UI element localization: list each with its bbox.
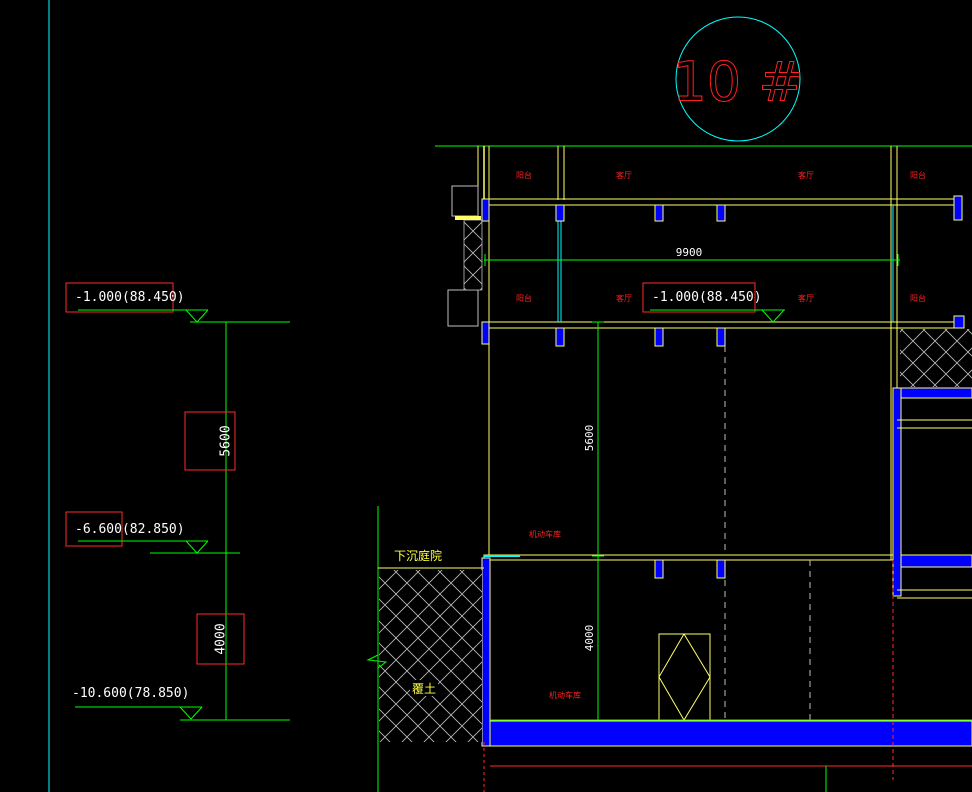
svg-text:阳台: 阳台 (516, 293, 532, 303)
height-dimension (592, 321, 604, 721)
svg-text:客厅: 客厅 (616, 293, 632, 303)
level-label: -10.600(78.850) (72, 686, 189, 701)
svg-text:机动车库: 机动车库 (529, 529, 561, 539)
svg-text:客厅: 客厅 (798, 293, 814, 303)
section-level-marker: -1.000(88.450) (642, 282, 785, 323)
floor-slab (483, 198, 957, 561)
dimension-4000-left: 4000 (196, 613, 245, 665)
beam (481, 195, 963, 579)
level-label: -6.600(82.850) (75, 522, 185, 537)
svg-text:-1.000(88.450): -1.000(88.450) (652, 290, 762, 305)
dimension-5600-left: 5600 (184, 411, 236, 471)
level-marker-3: -10.600(78.850) (72, 686, 203, 720)
sunken-court-label: 下沉庭院 (394, 548, 442, 563)
level-label: -1.000(88.450) (75, 290, 185, 305)
span-dimension-label: 9900 (676, 246, 703, 259)
basement-structure (481, 315, 972, 747)
svg-text:阳台: 阳台 (516, 170, 532, 180)
svg-text:客厅: 客厅 (616, 170, 632, 180)
building-number-badge: 10 # (672, 16, 804, 142)
span-dimension: 9900 (484, 246, 900, 266)
svg-text:客厅: 客厅 (798, 170, 814, 180)
level-marker-2: -6.600(82.850) (65, 511, 209, 554)
svg-text:5600: 5600 (583, 425, 596, 452)
level-marker-1: -1.000(88.450) (65, 282, 209, 323)
elevation-scale (150, 321, 290, 721)
room-labels: 阳台 客厅 客厅 阳台 阳台 客厅 客厅 阳台 机动车库 机动车库 (516, 170, 926, 700)
svg-text:4000: 4000 (583, 625, 596, 652)
soil-hatch (900, 329, 972, 387)
door-opening (658, 633, 711, 721)
svg-text:机动车库: 机动车库 (549, 690, 581, 700)
building-number: 10 # (672, 51, 803, 114)
svg-text:阳台: 阳台 (910, 293, 926, 303)
svg-text:4000: 4000 (214, 623, 229, 654)
svg-text:5600: 5600 (219, 425, 234, 456)
svg-text:阳台: 阳台 (910, 170, 926, 180)
fill-soil-label: 覆土 (412, 682, 436, 696)
sunken-court: 下沉庭院 覆土 (366, 506, 484, 792)
